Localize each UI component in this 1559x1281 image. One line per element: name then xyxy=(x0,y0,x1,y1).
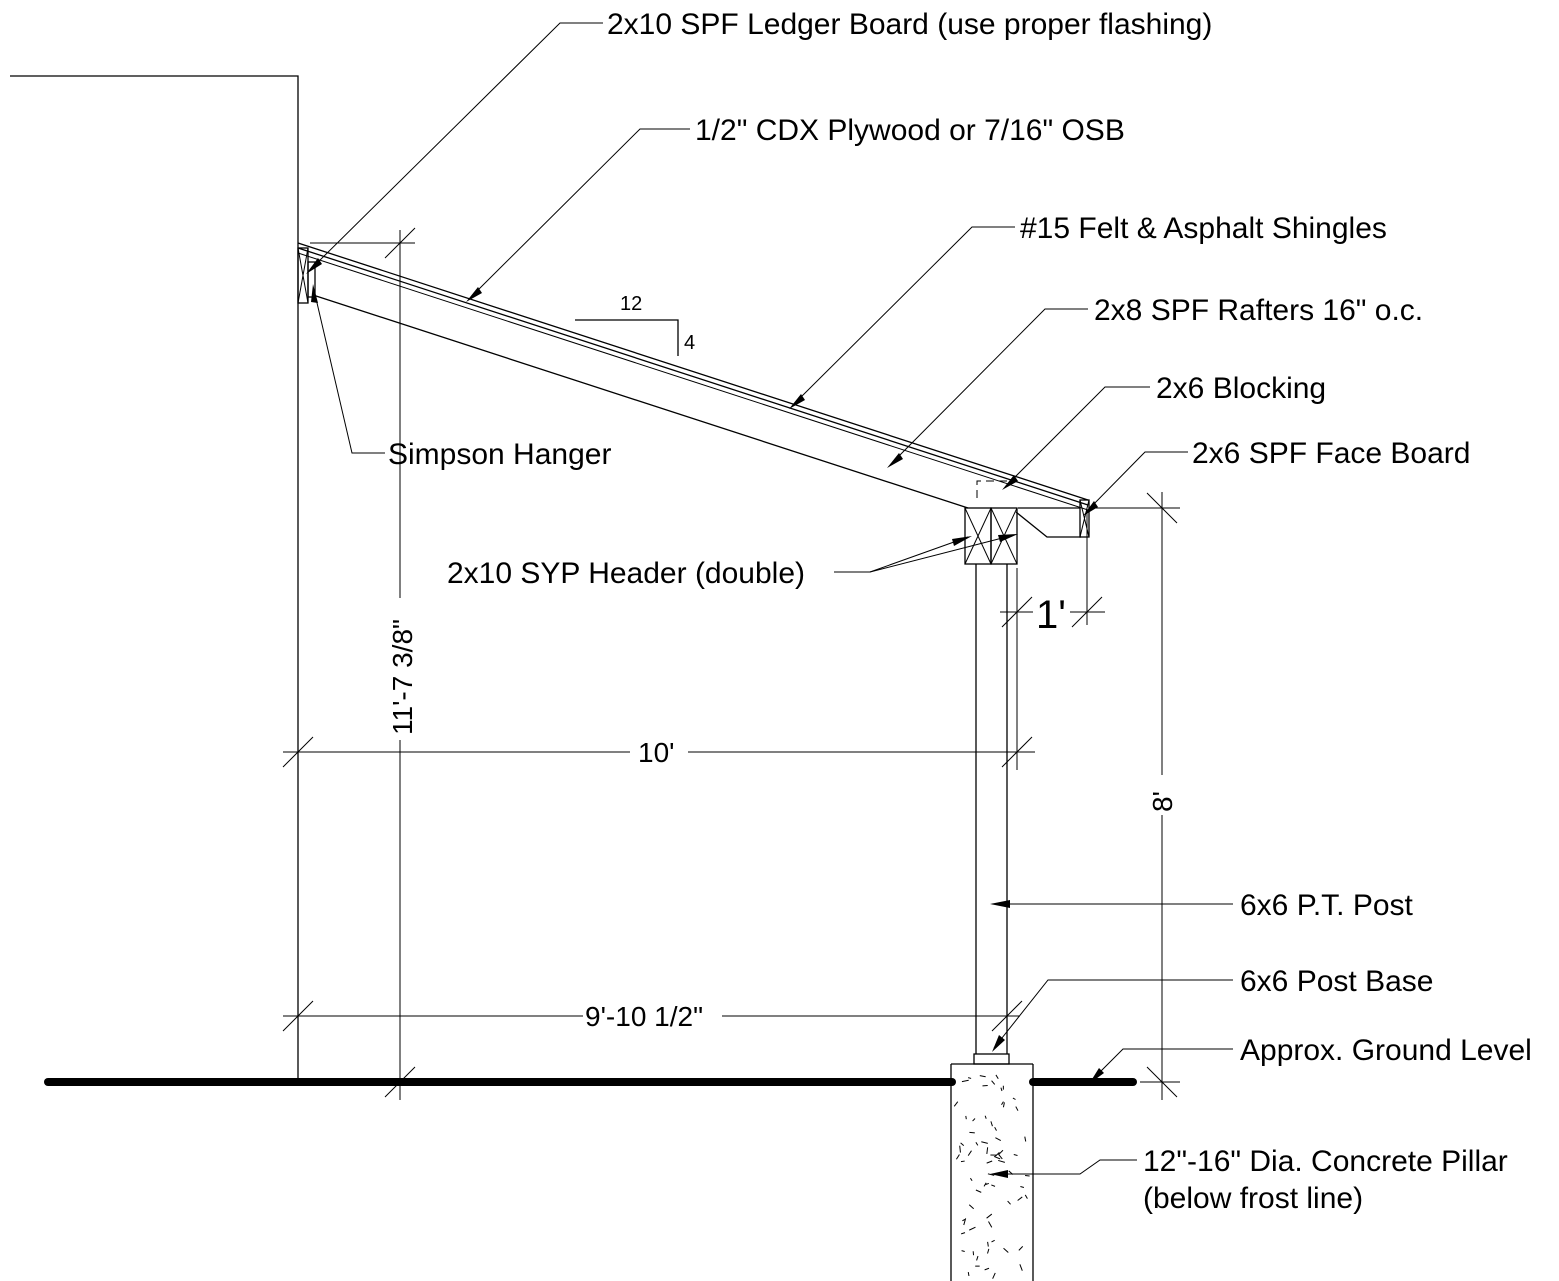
label-hanger: Simpson Hanger xyxy=(388,438,611,471)
concrete-pillar xyxy=(950,1063,1034,1281)
blocking xyxy=(976,480,1007,498)
label-rafters: 2x8 SPF Rafters 16" o.c. xyxy=(1094,294,1423,327)
house-wall xyxy=(10,75,299,1080)
dim-overhang: 1' xyxy=(1000,510,1105,637)
dim-header-height: 8' xyxy=(1092,492,1180,1100)
label-header: 2x10 SYP Header (double) xyxy=(447,557,805,590)
dim-header-height-text: 8' xyxy=(1147,791,1178,812)
dim-overhang-text: 1' xyxy=(1036,593,1066,637)
dim-ledger-height-text: 11'-7 3/8" xyxy=(387,619,418,735)
dim-post-span: 9'-10 1/2" xyxy=(282,1000,1023,1032)
label-face-board: 2x6 SPF Face Board xyxy=(1192,437,1470,470)
label-ledger: 2x10 SPF Ledger Board (use proper flashi… xyxy=(607,8,1212,41)
post xyxy=(973,564,1010,1065)
leader-lines xyxy=(306,22,1233,1178)
dim-ledger-height: 11'-7 3/8" xyxy=(310,227,418,1100)
label-post-base: 6x6 Post Base xyxy=(1240,965,1433,998)
label-pillar-line1: 12"-16" Dia. Concrete Pillar xyxy=(1143,1145,1508,1178)
pitch-run-text: 12 xyxy=(620,293,642,315)
label-sheathing: 1/2" CDX Plywood or 7/16" OSB xyxy=(695,114,1125,147)
roof-assembly xyxy=(297,242,1089,538)
dim-post-span-text: 9'-10 1/2" xyxy=(585,1001,703,1032)
callout-labels: 2x10 SPF Ledger Board (use proper flashi… xyxy=(388,8,1532,1215)
label-roofing: #15 Felt & Asphalt Shingles xyxy=(1020,212,1387,245)
label-pillar-line2: (below frost line) xyxy=(1143,1182,1363,1215)
dim-header-span-text: 10' xyxy=(638,737,675,768)
label-blocking: 2x6 Blocking xyxy=(1156,372,1326,405)
face-board xyxy=(1079,499,1090,538)
pitch-rise-text: 4 xyxy=(684,332,695,354)
pitch-symbol: 12 4 xyxy=(575,293,695,356)
concrete-texture xyxy=(953,1074,1030,1279)
ledger-board xyxy=(297,247,316,304)
label-ground: Approx. Ground Level xyxy=(1240,1034,1532,1067)
label-post: 6x6 P.T. Post xyxy=(1240,889,1414,922)
dim-header-span: 10' xyxy=(282,568,1035,770)
